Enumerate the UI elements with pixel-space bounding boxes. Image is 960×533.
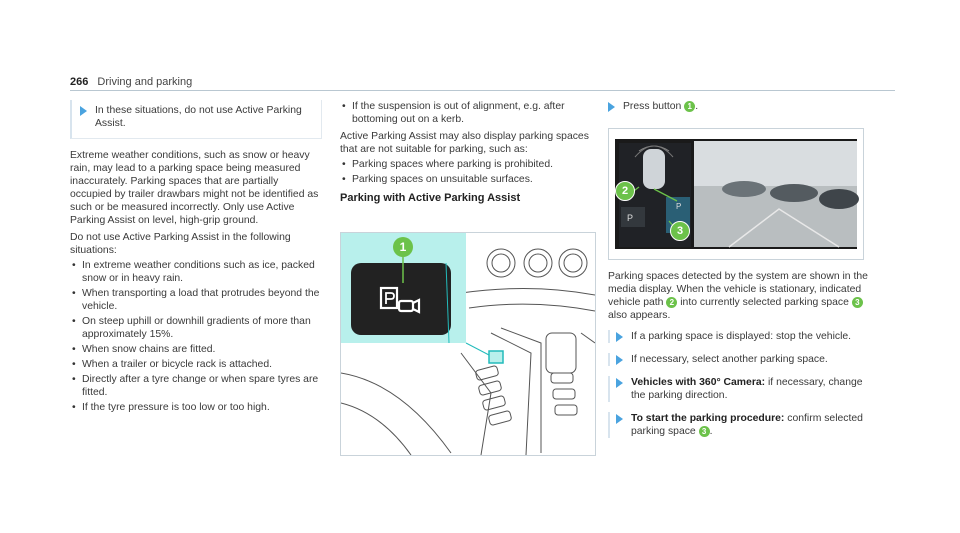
list-item: Directly after a tyre change or when spa… — [70, 373, 322, 399]
list-item: When a trailer or bicycle rack is attach… — [70, 358, 322, 371]
instruction-arrow-icon — [616, 355, 623, 365]
paragraph: Parking spaces detected by the system ar… — [608, 271, 868, 321]
step-start-parking: To start the parking procedure: confirm … — [608, 412, 868, 438]
warning-instruction-box: In these situations, do not use Active P… — [70, 100, 322, 139]
column-3: Press button 1. — [608, 100, 866, 119]
instruction-label: To start the parking procedure: — [631, 413, 785, 424]
step-360-camera: Vehicles with 360° Camera: if necessary,… — [608, 376, 868, 402]
paragraph: Do not use Active Parking Assist in the … — [70, 232, 291, 256]
screen-p-label-left: P — [627, 213, 634, 223]
list-item: On steep uphill or downhill gradients of… — [70, 315, 322, 341]
paragraph: Active Parking Assist may also display p… — [340, 131, 589, 155]
section-title: Driving and parking — [97, 76, 193, 88]
instruction-text: If necessary, select another parking spa… — [631, 354, 828, 365]
ref-3-badge: 3 — [698, 426, 710, 437]
situations-list: In extreme weather conditions such as ic… — [70, 259, 322, 414]
screen-p-label-right: P — [676, 202, 682, 211]
instruction-text: Press button — [623, 101, 682, 112]
column-3-text: Parking spaces detected by the system ar… — [608, 270, 868, 444]
parking-button-marker — [488, 350, 504, 364]
callout-1: 1 — [393, 237, 413, 257]
console-drawing — [341, 233, 595, 455]
ref-2-badge: 2 — [666, 297, 678, 308]
instruction-arrow-icon — [616, 332, 623, 342]
media-display-illustration: P P 2 3 — [608, 128, 864, 260]
callout-2: 2 — [615, 181, 635, 201]
list-item: If the suspension is out of alignment, e… — [340, 100, 596, 126]
instruction-text: In these situations, do not use Active P… — [95, 105, 302, 129]
instruction-text: If a parking space is displayed: stop th… — [631, 331, 852, 342]
step-select-space: If necessary, select another parking spa… — [608, 353, 868, 366]
instruction-text: confirm selected parking space — [631, 413, 863, 437]
instruction-arrow-icon — [616, 414, 623, 424]
list-item: If the tyre pressure is too low or too h… — [70, 401, 322, 414]
console-illustration: 1 — [340, 232, 596, 456]
list-item: In extreme weather conditions such as ic… — [70, 259, 322, 285]
unsuitable-spaces-list: Parking spaces where parking is prohibit… — [340, 158, 596, 186]
instruction-label: Vehicles with 360° Camera: — [631, 377, 766, 388]
section-heading: Parking with Active Parking Assist — [340, 192, 521, 204]
page-number: 266 — [70, 76, 89, 88]
list-item: When transporting a load that protrudes … — [70, 287, 322, 313]
header-rule — [70, 90, 895, 91]
list-item: Parking spaces on unsuitable surfaces. — [340, 173, 596, 186]
column-2: If the suspension is out of alignment, e… — [340, 100, 596, 215]
parking-button-zoom — [351, 263, 451, 335]
callout-3: 3 — [670, 221, 690, 241]
instruction-arrow-icon — [608, 102, 615, 112]
ref-1-badge: 1 — [684, 101, 696, 112]
parking-camera-icon — [379, 286, 421, 314]
instruction-arrow-icon — [80, 106, 87, 116]
step-press-button: Press button 1. — [608, 100, 866, 113]
paragraph: Extreme weather conditions, such as snow… — [70, 150, 319, 226]
list-item: Parking spaces where parking is prohibit… — [340, 158, 596, 171]
situations-list-cont: If the suspension is out of alignment, e… — [340, 100, 596, 126]
instruction-text: if necessary, change the parking directi… — [631, 377, 863, 401]
column-1: In these situations, do not use Active P… — [70, 100, 322, 418]
ref-3-badge: 3 — [851, 297, 863, 308]
instruction-arrow-icon — [616, 378, 623, 388]
step-stop-vehicle: If a parking space is displayed: stop th… — [608, 330, 868, 343]
list-item: When snow chains are fitted. — [70, 343, 322, 356]
media-display-drawing — [615, 139, 859, 249]
page-header: 266 Driving and parking — [70, 76, 192, 88]
